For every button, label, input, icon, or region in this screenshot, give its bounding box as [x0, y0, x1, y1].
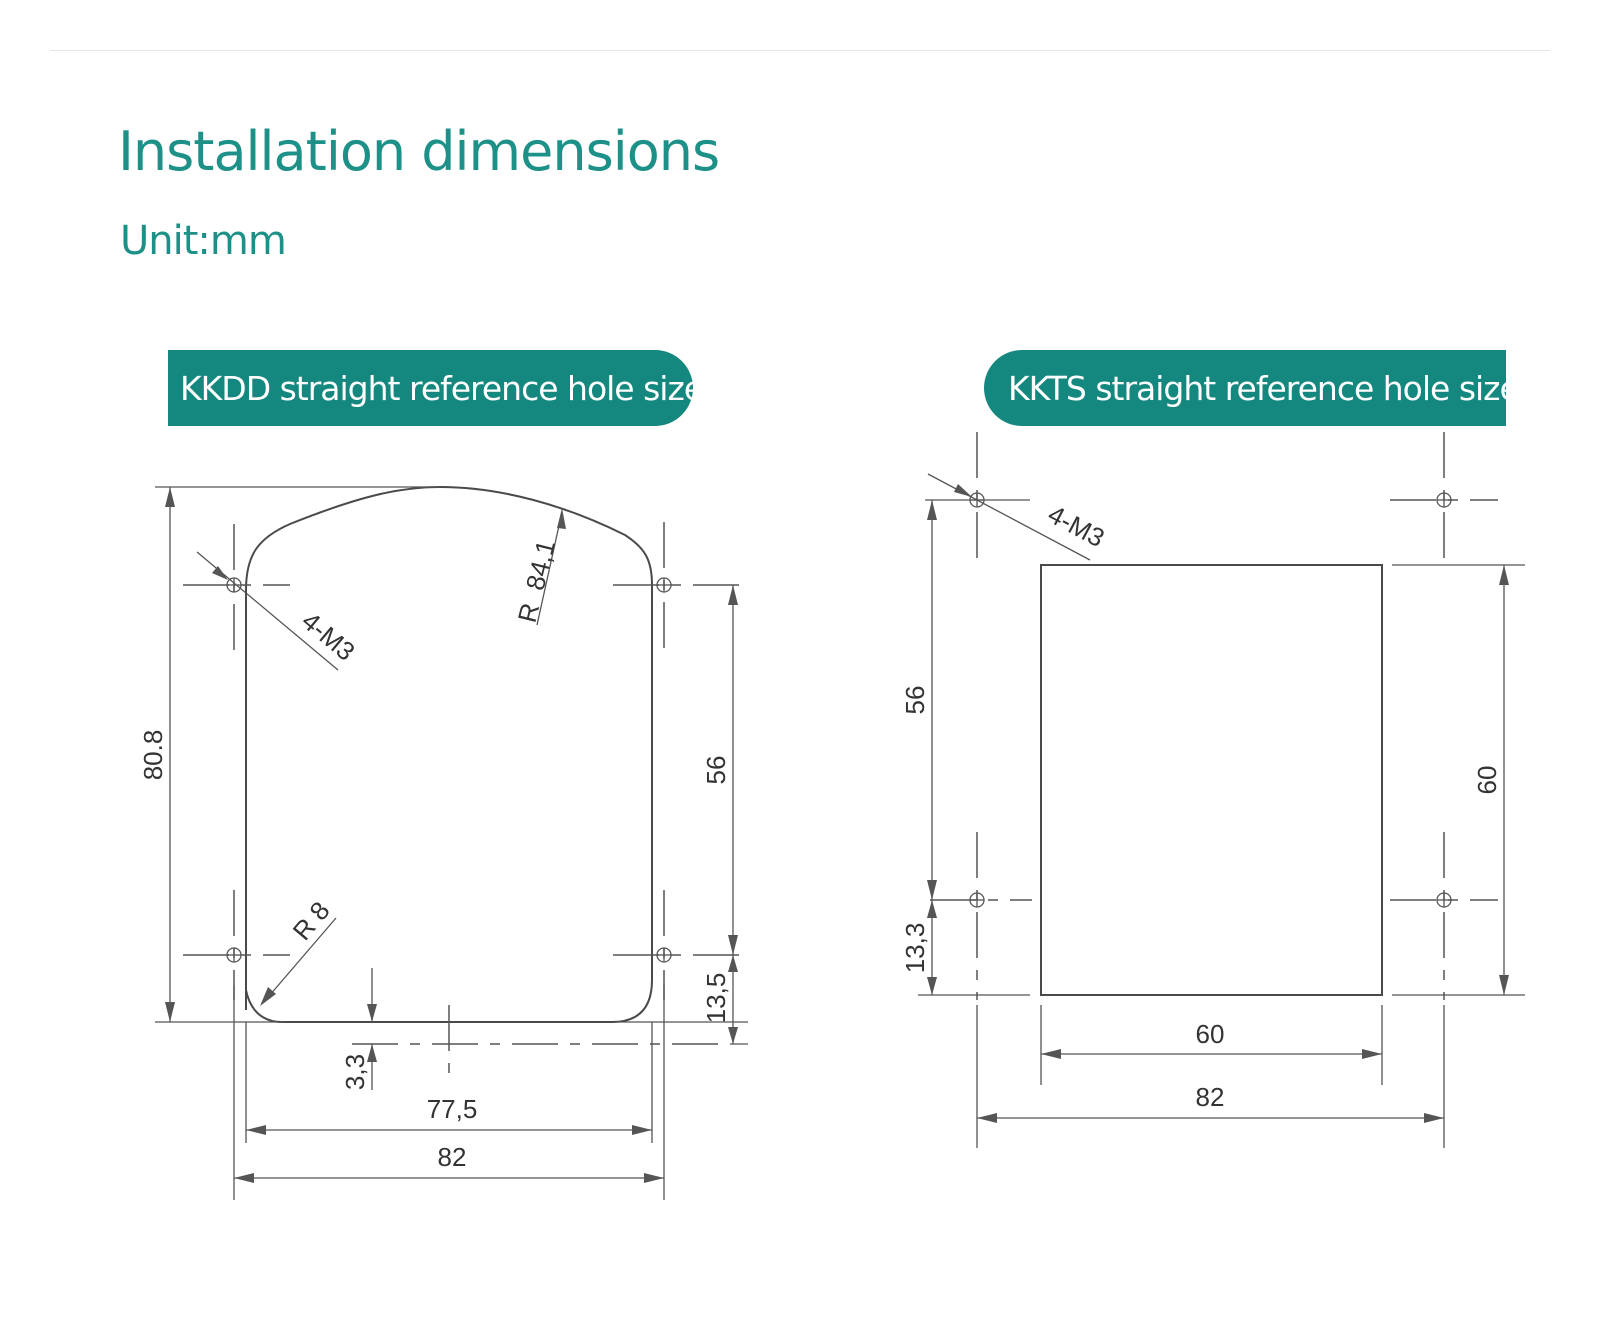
kkts-mounting-hole-icon — [1436, 492, 1452, 508]
kkts-drawing: 56 13,3 60 60 82 4-M3 — [900, 432, 1525, 1148]
unit-label: Unit:mm — [120, 218, 287, 264]
kkts-hole-spec-label: 4-M3 — [1043, 499, 1109, 553]
kkdd-mounting-hole-icon — [226, 947, 242, 963]
kkts-cutout-width-label: 60 — [1196, 1019, 1225, 1049]
kkdd-height-holes-label: 56 — [701, 756, 731, 785]
kkts-cutout-height-label: 60 — [1472, 766, 1502, 795]
kkdd-mounting-hole-icon — [656, 577, 672, 593]
kkts-hole-offset-label: 13,3 — [900, 923, 930, 974]
kkdd-cutout-outline — [245, 485, 653, 1023]
kkdd-mounting-hole-icon — [656, 947, 672, 963]
kkts-banner-label: KKTS straight reference hole size — [1008, 368, 1520, 408]
kkdd-bottom-gap-label: 3,3 — [340, 1054, 370, 1090]
kkdd-inner-width-label: 77,5 — [427, 1094, 478, 1124]
top-divider — [50, 50, 1550, 51]
kkdd-hole-spec-label: 4-M3 — [296, 606, 361, 667]
kkts-mounting-hole-icon — [1436, 892, 1452, 908]
kkts-height-holes-label: 56 — [900, 686, 930, 715]
kkts-banner: KKTS straight reference hole size — [984, 350, 1520, 426]
kkts-outer-width-label: 82 — [1196, 1082, 1225, 1112]
kkdd-drawing: 80.8 56 13,5 3,3 77,5 82 4-M3 — [138, 485, 748, 1200]
kkts-cutout-outline — [1040, 564, 1383, 996]
kkts-mounting-hole-icon — [969, 892, 985, 908]
kkdd-height-total-label: 80.8 — [138, 730, 168, 781]
kkdd-top-radius-label: R 84,1 — [512, 537, 561, 626]
kkdd-mounting-hole-icon — [226, 577, 242, 593]
kkdd-bottom-offset-label: 13,5 — [701, 973, 731, 1024]
kkdd-banner-label: KKDD straight reference hole size — [180, 368, 704, 408]
page-title: Installation dimensions — [118, 120, 720, 183]
kkdd-outer-width-label: 82 — [438, 1142, 467, 1172]
kkdd-corner-radius-label: R 8 — [287, 896, 336, 946]
kkdd-banner: KKDD straight reference hole size — [168, 350, 704, 426]
